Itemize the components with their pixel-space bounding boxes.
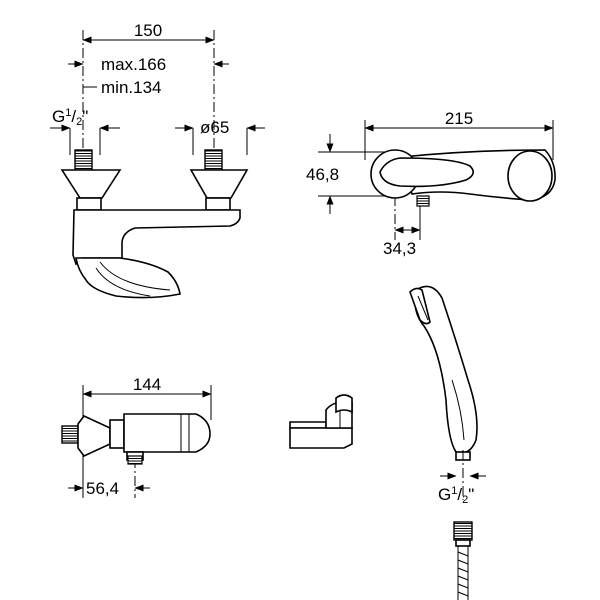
svg-text:G1/2": G1/2" bbox=[52, 107, 88, 128]
diverter-body bbox=[61, 413, 211, 465]
dim-150-label: 150 bbox=[134, 21, 162, 40]
mixer-top-view: 215 46,8 34,3 bbox=[306, 109, 556, 258]
dim-min-label: min.134 bbox=[101, 78, 161, 97]
mixer-front-view: 150 max.166 min.134 G1/2" ø65 bbox=[50, 21, 265, 299]
dim-144-label: 144 bbox=[133, 375, 161, 394]
wall-bracket bbox=[289, 394, 353, 449]
thread-label-left: G1/2" bbox=[52, 107, 88, 128]
mixer-body bbox=[72, 209, 241, 299]
dim-max-label: max.166 bbox=[101, 55, 166, 74]
diverter-view: 144 56,4 bbox=[61, 375, 212, 498]
mixer-top-body bbox=[370, 149, 556, 207]
hand-shower: G1/2" bbox=[409, 285, 486, 506]
right-connector bbox=[189, 149, 249, 211]
dim-215-label: 215 bbox=[445, 109, 473, 128]
dim-diameter-label: ø65 bbox=[200, 118, 229, 137]
dim-56-4-label: 56,4 bbox=[86, 479, 119, 498]
svg-text:G1/2": G1/2" bbox=[438, 485, 474, 506]
dim-34-3-label: 34,3 bbox=[383, 239, 416, 258]
dim-46-8-label: 46,8 bbox=[306, 165, 339, 184]
shower-hose bbox=[453, 521, 473, 600]
thread-label-shower: G1/2" bbox=[438, 485, 474, 506]
left-connector bbox=[60, 149, 122, 211]
